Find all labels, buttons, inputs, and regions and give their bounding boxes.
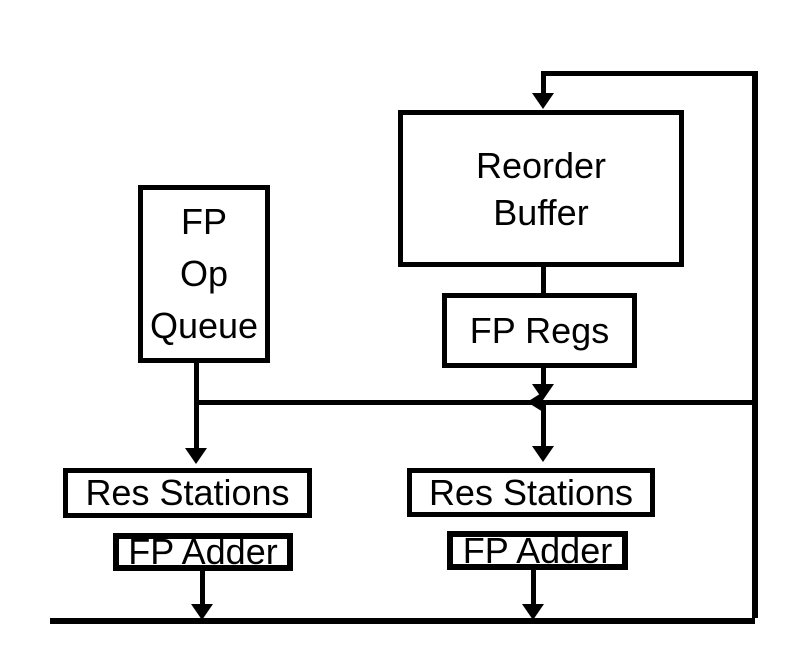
fp-regs-label: FP Regs [469,309,610,351]
fp-op-queue-box: FP Op Queue [138,185,270,363]
fp-adder-right-to-cdb-stem [531,570,536,606]
fp-adder-right-box: FP Adder [447,531,628,570]
cdb-top-line [541,71,757,76]
res-stations-right-label: Res Stations [428,471,634,513]
fp-op-queue-label-line2: Op [179,253,229,294]
reorder-buffer-to-fp-regs-line [541,267,546,293]
cdb-right-vertical-line [752,71,758,618]
res-stations-right-box: Res Stations [407,468,655,517]
bus-to-res-stations-head [532,446,554,462]
fp-adder-right-label: FP Adder [462,529,613,571]
res-stations-left-box: Res Stations [63,468,312,518]
fp-op-queue-label-line1: FP [180,201,227,242]
fp-regs-down-arrow-stem [541,368,546,386]
bus-to-res-stations-stem [541,405,546,448]
fp-adder-right-to-cdb-head [522,604,544,620]
res-stations-left-label: Res Stations [85,472,290,514]
reorder-buffer-label-line1: Reorder [475,144,607,186]
fp-regs-box: FP Regs [442,293,637,368]
arrow-into-reorder-buffer-head [532,93,554,109]
cdb-bottom-line [50,618,755,624]
arrow-into-reorder-buffer-stem [541,71,546,95]
bus-left-arrow-head [527,392,543,412]
fp-op-queue-to-res-stations-stem [194,363,199,450]
fp-adder-left-label: FP Adder [128,531,278,573]
fp-adder-left-to-cdb-stem [200,571,205,606]
fp-op-queue-label-line3: Queue [149,305,259,346]
reorder-buffer-box: Reorder Buffer [398,110,684,267]
fp-op-queue-to-res-stations-head [185,448,207,464]
reorder-buffer-label-line2: Buffer [493,191,589,233]
operand-bus-line [196,400,757,405]
fp-adder-left-to-cdb-head [191,604,213,620]
fp-adder-left-box: FP Adder [113,531,293,573]
